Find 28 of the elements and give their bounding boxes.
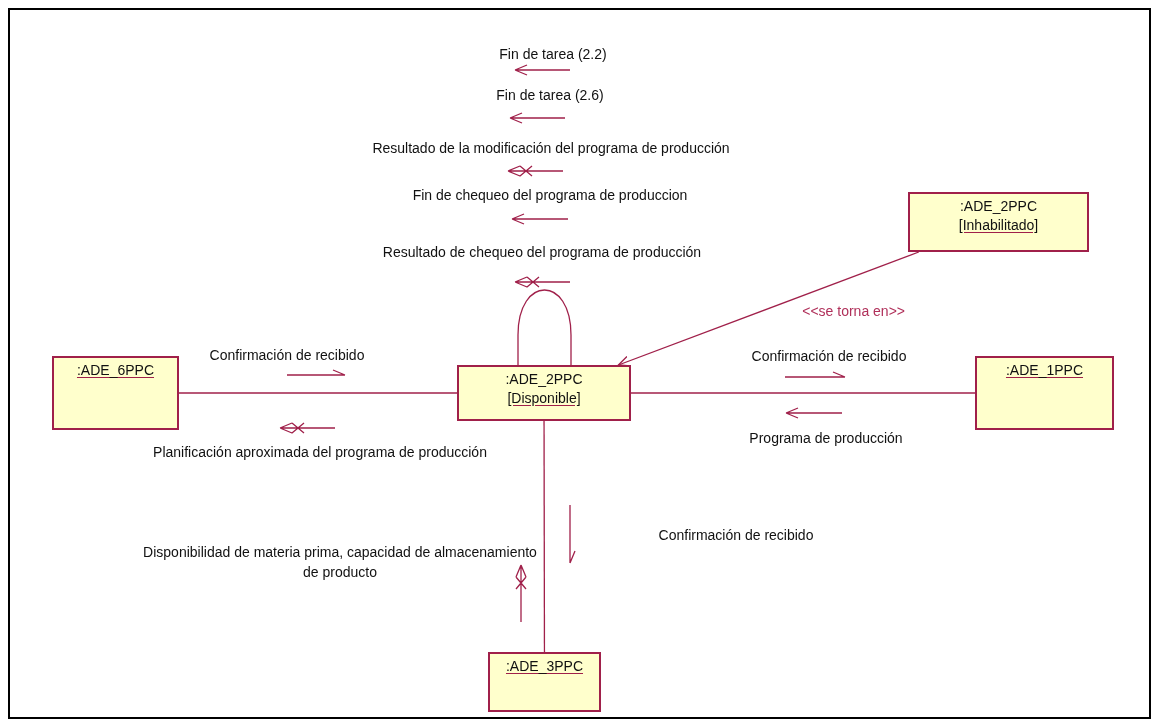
message-label: Planificación aproximada del programa de producción [152, 443, 488, 462]
object-name: :ADE_3PPC [505, 657, 583, 676]
object-box [908, 192, 1089, 252]
object-box [457, 365, 631, 421]
message-label: Confirmación de recibido [657, 526, 815, 545]
object-box [975, 356, 1114, 430]
link-line [178, 392, 458, 394]
object-name: :ADE_2PPC [505, 370, 583, 389]
link-line [617, 251, 920, 367]
object-name: [Inhabilitado] [958, 216, 1039, 235]
link-line [630, 392, 976, 394]
message-label: Fin de tarea (2.6) [495, 86, 605, 105]
object-name: :ADE_1PPC [1005, 361, 1083, 380]
object-name: :ADE_6PPC [76, 361, 154, 380]
message-label: Fin de tarea (2.2) [498, 45, 608, 64]
object-box [488, 652, 601, 712]
message-label: Disponibilidad de materia prima, capacidad de almacenamiento de producto [142, 543, 538, 582]
message-label: Confirmación de recibido [750, 347, 908, 366]
message-label: Programa de producción [748, 429, 904, 448]
object-box [52, 356, 179, 430]
message-label: Confirmación de recibido [208, 346, 366, 365]
object-name: [Disponible] [507, 389, 581, 408]
object-name: :ADE_2PPC [959, 197, 1037, 216]
message-label: Resultado de chequeo del programa de producción [381, 243, 703, 262]
message-label: Resultado de la modificación del programa de producción [371, 139, 731, 158]
link-line [543, 420, 546, 653]
message-label: Fin de chequeo del programa de produccion [411, 186, 689, 205]
self-link [517, 289, 572, 366]
